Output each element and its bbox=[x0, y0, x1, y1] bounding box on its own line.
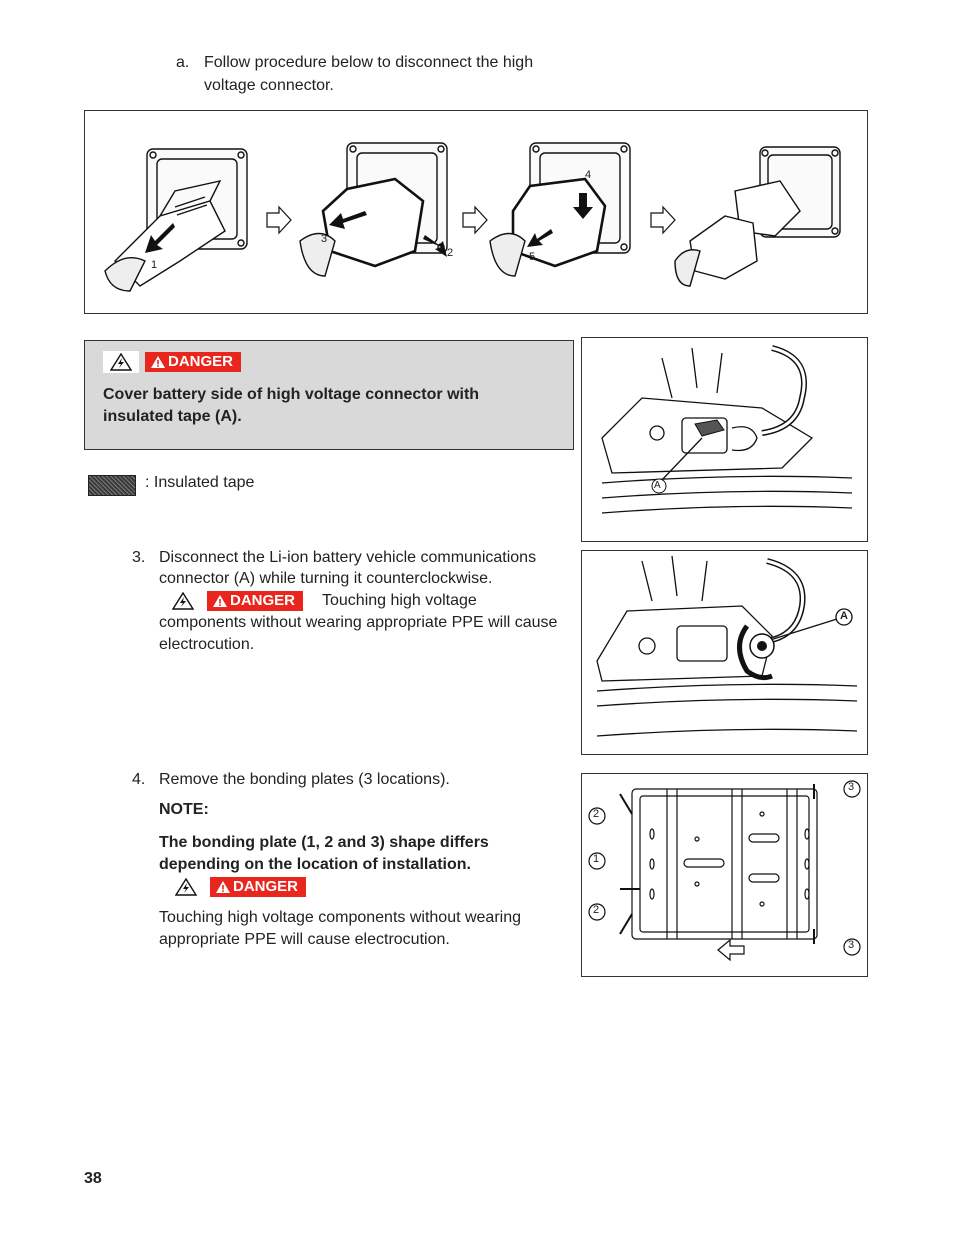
connector-sequence-illustration bbox=[104, 142, 841, 292]
note-line1: The bonding plate (1, 2 and 3) shape dif… bbox=[159, 834, 489, 851]
high-voltage-icon bbox=[165, 590, 201, 612]
danger-text-line2: insulated tape (A). bbox=[103, 408, 242, 425]
callout-1: 1 bbox=[151, 259, 158, 271]
danger-callout-box: DANGER Cover battery side of high voltag… bbox=[84, 340, 574, 450]
insulated-tape-illustration bbox=[601, 345, 853, 514]
high-voltage-icon bbox=[168, 876, 204, 898]
warning-triangle-icon bbox=[151, 356, 165, 368]
insulated-tape-swatch bbox=[88, 475, 136, 496]
callout-2-bottom: 2 bbox=[593, 904, 600, 916]
danger-text-line1: Cover battery side of high voltage conne… bbox=[103, 386, 480, 403]
step-3-marker: 3. bbox=[132, 549, 146, 566]
danger-badge: DANGER bbox=[145, 352, 242, 372]
note-line2: depending on the location of installatio… bbox=[159, 856, 471, 873]
callout-a-fig3: A bbox=[840, 610, 848, 622]
callout-2-top: 2 bbox=[593, 808, 600, 820]
communications-connector-illustration bbox=[596, 555, 858, 737]
callout-a-fig2: A bbox=[654, 480, 661, 491]
step-4-warning-line2: appropriate PPE will cause electrocution… bbox=[159, 931, 450, 948]
figure-bonding-plates: 3 2 1 2 3 bbox=[581, 773, 868, 977]
step-a-text-line2: voltage connector. bbox=[204, 77, 334, 94]
step-3-line1: Disconnect the Li-ion battery vehicle co… bbox=[159, 549, 537, 566]
bonding-plates-illustration bbox=[588, 780, 861, 962]
callout-3-top: 3 bbox=[848, 781, 855, 793]
step-3-warning-inline: Touching high voltage bbox=[322, 592, 477, 609]
danger-badge: DANGER bbox=[207, 591, 304, 611]
warning-triangle-icon bbox=[216, 881, 230, 893]
step-a-marker: a. bbox=[176, 54, 190, 71]
danger-label: DANGER bbox=[103, 351, 242, 373]
step-3-line4: electrocution. bbox=[159, 636, 255, 653]
callout-4: 4 bbox=[585, 169, 592, 181]
step-3-line3: components without wearing appropriate P… bbox=[159, 614, 558, 631]
danger-badge: DANGER bbox=[210, 877, 307, 897]
figure-connector-sequence: 1 3 2 4 5 bbox=[84, 110, 868, 314]
page-number: 38 bbox=[84, 1170, 102, 1187]
figure-insulated-tape: A bbox=[581, 337, 868, 542]
step-4-text: Remove the bonding plates (3 locations). bbox=[159, 771, 450, 788]
step-3-danger-label: DANGER bbox=[165, 590, 304, 612]
high-voltage-icon bbox=[103, 351, 139, 373]
step-4-warning-line1: Touching high voltage components without… bbox=[159, 909, 522, 926]
figure-communications-connector: A bbox=[581, 550, 868, 755]
callout-5: 5 bbox=[529, 251, 536, 263]
step-a-text-line1: Follow procedure below to disconnect the… bbox=[204, 54, 534, 71]
step-4-danger-label: DANGER bbox=[168, 876, 307, 898]
callout-3-bottom: 3 bbox=[848, 939, 855, 951]
callout-3: 3 bbox=[321, 233, 328, 245]
step-4-marker: 4. bbox=[132, 771, 146, 788]
note-label: NOTE: bbox=[159, 801, 209, 818]
step-3-line2: connector (A) while turning it countercl… bbox=[159, 570, 493, 587]
callout-2: 2 bbox=[447, 247, 454, 259]
callout-1: 1 bbox=[593, 853, 600, 865]
legend-text: : Insulated tape bbox=[145, 474, 255, 491]
warning-triangle-icon bbox=[213, 595, 227, 607]
